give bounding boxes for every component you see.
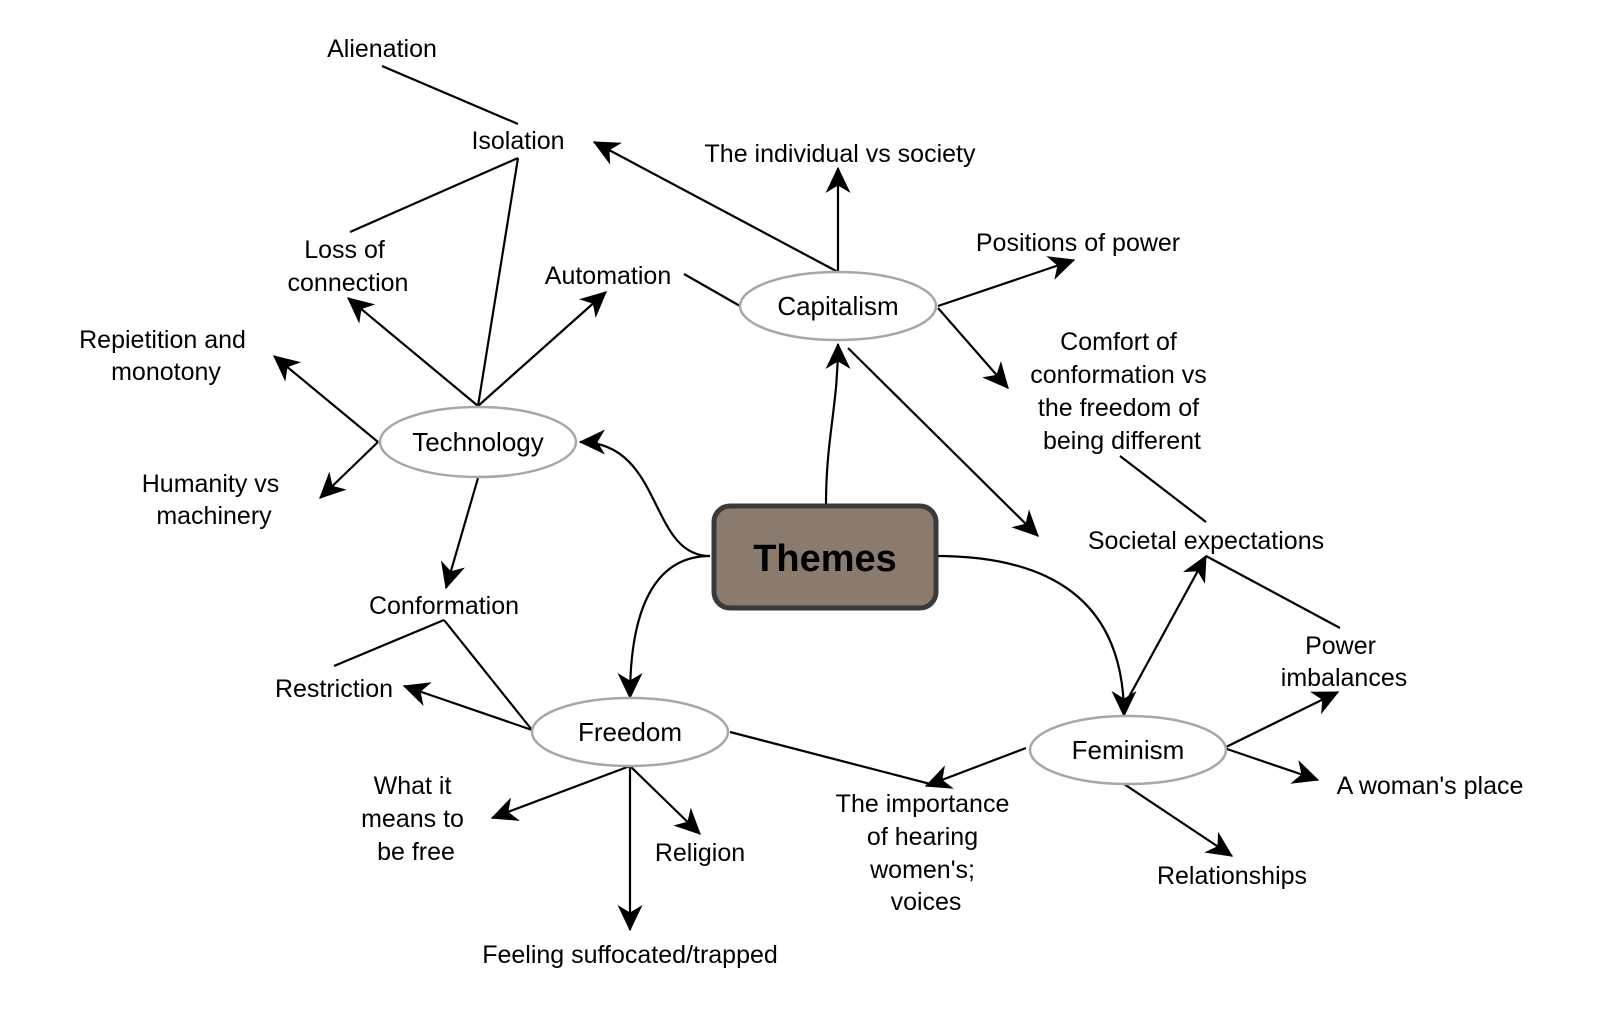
topic-humanity: Humanity vs machinery [142,470,287,530]
technology-label: Technology [412,427,544,457]
topic-automation: Automation [545,262,671,290]
edge-technology-conformation [440,477,480,590]
edge-freedom-what-it-means [490,764,631,821]
technology-ellipse [378,405,578,479]
edge-feminism-power [1223,691,1340,749]
edge-societal-comfort [1119,455,1207,523]
edge-technology-repetition [273,355,379,443]
edge-restriction-conformation [333,618,445,668]
capitalism-label: Capitalism [777,291,898,321]
topic-societal-expectations: Societal expectations [1088,527,1324,555]
edge-technology-isolation [476,157,520,407]
edge-feminism-relationships [1123,783,1234,857]
topic-loss-of-connection: Loss of connection [288,236,409,297]
topic-repetition: Repietition and monotony [79,326,253,386]
edge-capitalism-societal [847,347,1039,537]
feminism-ellipse [1028,714,1228,786]
freedom-ellipse [530,696,730,768]
edge-feminism-hearing [924,746,1027,789]
edges [273,64,1341,932]
edge-themes-technology [578,429,711,558]
topic-womans-place: A woman's place [1337,772,1524,800]
capitalism-ellipse [738,270,938,342]
topic-alienation: Alienation [327,35,437,63]
root-label: Themes [753,538,897,580]
edge-freedom-conformation [443,619,533,731]
edge-themes-freedom [617,554,711,700]
topic-religion: Religion [655,839,745,867]
topic-power-imbalances: Power imbalances [1281,632,1407,692]
edge-technology-humanity [319,441,379,499]
topic-what-it-means: What it means to be free [361,772,471,866]
edge-technology-automation [477,291,607,407]
topic-positions-of-power: Positions of power [976,229,1180,257]
edge-feminism-womans-place [1223,746,1320,784]
edge-capitalism-isolation [592,141,839,273]
topic-labels: Alienation Isolation Loss of connection … [79,35,1523,969]
edge-isolation-alienation [381,64,519,126]
topic-restriction: Restriction [275,675,393,703]
edge-freedom-restriction [402,682,533,732]
topic-relationships: Relationships [1157,862,1307,890]
freedom-label: Freedom [578,717,682,747]
feminism-label: Feminism [1072,735,1185,765]
edge-capitalism-automation [683,273,741,307]
topic-conformation: Conformation [369,592,519,620]
topic-comfort: Comfort of conformation vs the freedom o… [1030,328,1213,455]
topic-isolation: Isolation [471,127,564,155]
category-freedom: Freedom [530,696,730,768]
edge-capitalism-power [937,256,1076,308]
category-feminism: Feminism [1028,714,1228,786]
edge-themes-feminism [935,554,1137,718]
edge-capitalism-comfort [937,307,1009,389]
root-box [711,503,939,611]
edge-technology-loss-of-connection [347,297,479,407]
edge-societal-power [1205,555,1341,629]
topic-suffocated: Feeling suffocated/trapped [482,941,778,969]
root-node: Themes [711,503,939,611]
category-technology: Technology [378,405,578,479]
category-capitalism: Capitalism [738,270,938,342]
edge-loss-isolation [349,156,519,234]
edge-themes-capitalism [824,342,851,505]
topic-individual: The individual vs society [705,140,976,168]
edge-feminism-societal [1123,554,1207,707]
edge-freedom-religion [629,765,701,835]
edge-freedom-hearing [729,730,939,788]
topic-hearing-women: The importance of hearing women's; voice… [836,790,1017,916]
